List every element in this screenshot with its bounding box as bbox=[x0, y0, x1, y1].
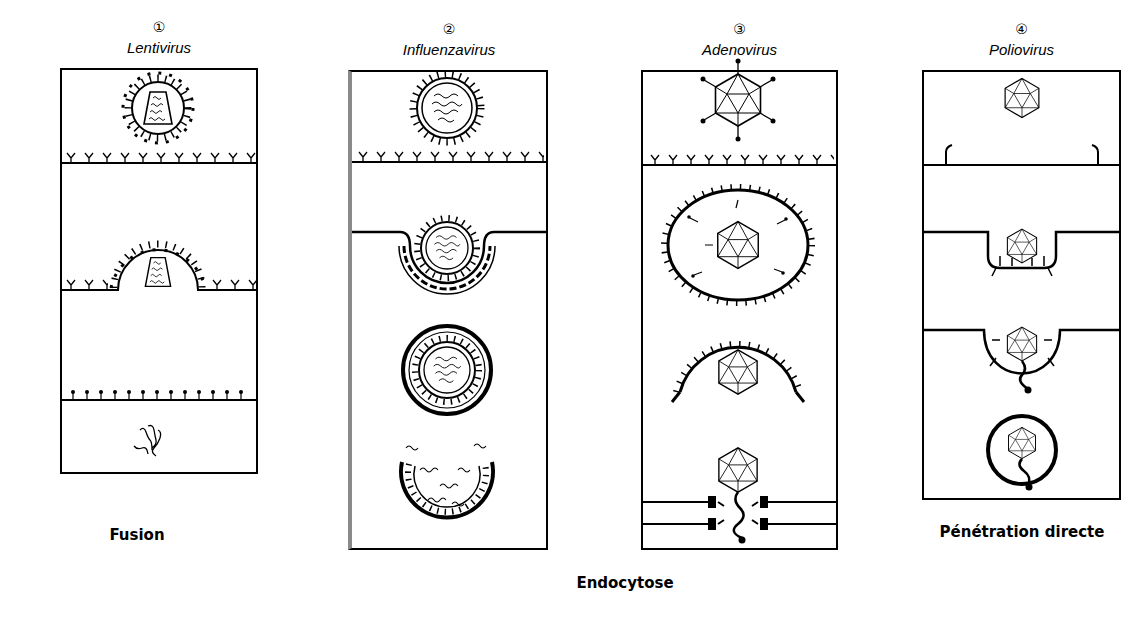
lentivirus-stage-1 bbox=[62, 73, 256, 163]
virus-panel: ①Lentivirus bbox=[60, 68, 258, 474]
lentivirus-stage-2 bbox=[62, 244, 256, 290]
panel-number: ③ bbox=[643, 20, 836, 38]
panel-heading: ① Lentivirus bbox=[62, 18, 256, 58]
adenovirus-stage-2 bbox=[664, 187, 812, 303]
entry-mode-label: Fusion bbox=[107, 525, 166, 545]
panel-number: ① bbox=[62, 18, 256, 36]
virus-name: Lentivirus bbox=[62, 38, 256, 58]
virus-panel: ②Influenzavirus bbox=[348, 70, 548, 550]
virus-panel: ③Adenovirus bbox=[641, 70, 838, 550]
entry-mode-label: Pénétration directe bbox=[938, 522, 1107, 542]
adenovirus-stage-1 bbox=[643, 59, 836, 166]
poliovirus-stage-3 bbox=[924, 327, 1119, 393]
panel-heading: ③ Adenovirus bbox=[643, 20, 836, 60]
adenovirus-stage-3 bbox=[672, 344, 804, 402]
influenza-stage-4 bbox=[401, 444, 493, 518]
poliovirus-stage-4 bbox=[988, 416, 1056, 491]
influenza-stage-3 bbox=[403, 326, 491, 414]
panel-number: ② bbox=[352, 20, 546, 38]
lentivirus-stage-3 bbox=[62, 388, 256, 456]
poliovirus-stage-1 bbox=[924, 79, 1119, 166]
virus-name: Adenovirus bbox=[643, 40, 836, 60]
adenovirus-nuclear-pore bbox=[643, 448, 836, 544]
panel-number: ④ bbox=[924, 20, 1119, 38]
influenza-stage-1 bbox=[352, 74, 546, 162]
panel-heading: ② Influenzavirus bbox=[352, 20, 546, 60]
panel-heading: ④ Poliovirus bbox=[924, 20, 1119, 60]
virus-name: Poliovirus bbox=[924, 40, 1119, 60]
influenza-stage-2 bbox=[352, 218, 546, 294]
virus-panel: ④Poliovirus bbox=[922, 70, 1121, 500]
virus-name: Influenzavirus bbox=[352, 40, 546, 60]
entry-mode-label: Endocytose bbox=[574, 573, 675, 593]
poliovirus-stage-2 bbox=[924, 229, 1119, 276]
